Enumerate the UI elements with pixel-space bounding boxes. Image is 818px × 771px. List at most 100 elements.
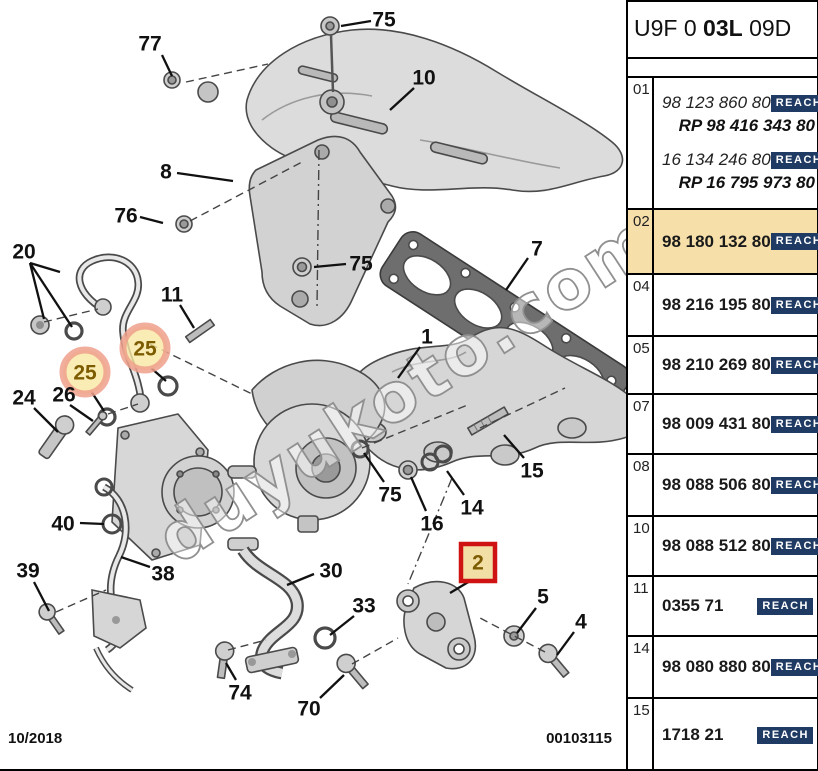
turbo-support-bracket-shape [396,580,477,670]
callout-25[interactable]: 25 [59,346,111,398]
leader-line [176,171,234,183]
leader-line [363,452,385,483]
callout-39: 39 [16,560,39,583]
part-entry: 98 123 860 80 REACH RP 98 416 343 80 [662,93,818,136]
leader-line [505,257,529,291]
reach-badge[interactable]: REACH [770,94,818,112]
part-ref: 08 [628,455,654,515]
callout-label: 24 [12,387,36,410]
part-ref: 05 [628,337,654,393]
part-ref: 11 [628,577,654,635]
part-number: 0355 71 [662,596,724,615]
part-number: 98 088 512 80 [662,536,771,555]
leader-line [516,607,537,634]
reach-badge[interactable]: REACH [770,537,818,555]
leader-line [340,19,372,28]
leader-line [139,215,164,225]
callout-24: 24 [12,387,36,410]
callout-label: 75 [372,9,396,32]
reach-badge[interactable]: REACH [757,726,813,744]
callout-label: 76 [114,205,137,228]
part-number: 16 134 246 80 [662,150,771,169]
parts-table-row: 08 98 088 506 80 REACH [628,455,818,517]
reach-badge[interactable]: REACH [770,151,818,169]
callout-label: 38 [151,563,175,586]
part-number: 98 123 860 80 [662,93,771,112]
callout-33: 33 [352,595,375,618]
callout-label: 11 [161,284,184,307]
parts-table-row: 05 98 210 269 80 REACH [628,337,818,395]
callout-label: 20 [12,241,35,264]
callout-label: 26 [52,384,75,407]
callout-77: 77 [138,33,161,56]
part-entry: 98 180 132 80 REACH [662,232,818,252]
callout-label: 74 [228,682,252,705]
parts-table-row: 04 98 216 195 80 REACH [628,275,818,337]
callout-label: 75 [378,484,402,507]
part-entry: 98 088 506 80 REACH [662,475,818,495]
engine-code-prefix: U9F 0 [634,15,697,41]
part-cell: 98 080 880 80 REACH [654,637,818,697]
part-entry: 98 009 431 80 REACH [662,414,818,434]
callout-label: 10 [412,67,435,90]
leader-line [32,581,51,612]
callout-label: 30 [319,560,342,583]
part-ref: 14 [628,637,654,697]
callout-label: 70 [297,698,320,721]
part-cell: 98 088 506 80 REACH [654,455,818,515]
turbocharger-shape [111,359,386,561]
leader-line [313,262,347,269]
callout-20: 20 [12,241,35,264]
leader-line [389,87,415,111]
callout-75: 75 [378,484,402,507]
callout-label: 16 [420,513,443,536]
callout-25[interactable]: 25 [119,322,171,374]
callout-label: 1 [421,326,433,349]
callout-26: 26 [52,384,75,407]
part-cell: 98 216 195 80 REACH [654,275,818,335]
leader-line [79,521,105,526]
part-ref: 04 [628,275,654,335]
part-entry: 0355 71 REACH [662,596,815,616]
callout-2[interactable]: 2 [458,541,498,584]
highlight-box [458,541,498,584]
callout-label: 39 [16,560,39,583]
parts-table-rows: 01 98 123 860 80 REACH RP 98 416 343 80 … [628,78,818,769]
part-entry: 98 080 880 80 REACH [662,657,818,677]
reach-badge[interactable]: REACH [770,476,818,494]
part-entry: 98 088 512 80 REACH [662,536,818,556]
callout-10: 10 [412,67,435,90]
callout-label: 25 [73,362,97,385]
callout-label: 15 [520,460,544,483]
callout-label: 7 [531,238,543,261]
callout-5: 5 [537,586,549,609]
reach-badge[interactable]: REACH [770,356,818,374]
part-ref: 15 [628,699,654,769]
replacement-part-number: RP 98 416 343 80 [678,116,815,135]
part-number: 1718 21 [662,725,724,744]
callout-label: 8 [160,161,172,184]
reach-badge[interactable]: REACH [770,296,818,314]
callout-15: 15 [520,460,544,483]
reach-badge[interactable]: REACH [770,415,818,433]
part-entry: 16 134 246 80 REACH RP 16 795 973 80 [662,150,818,193]
replacement-part-number: RP 16 795 973 80 [678,173,815,192]
exploded-diagram: duyukoto.com 777510876207571125252426115… [12,9,626,721]
callout-74: 74 [228,682,252,705]
part-cell: 98 180 132 80 REACH [654,210,818,273]
part-cell: 98 123 860 80 REACH RP 98 416 343 80 16 … [654,78,818,208]
engine-code-suffix: 09D [749,15,792,41]
part-ref: 01 [628,78,654,208]
leader-line [120,555,151,569]
leader-line [446,470,465,496]
reach-badge[interactable]: REACH [770,658,818,676]
leader-line [503,434,525,459]
callout-40: 40 [51,513,74,536]
callout-label: 75 [349,253,373,276]
reach-badge[interactable]: REACH [757,597,813,615]
part-entry: 98 210 269 80 REACH [662,355,818,375]
reach-badge[interactable]: REACH [770,233,818,250]
engine-code-bold: 03L [703,15,743,41]
callout-4: 4 [575,611,587,634]
empty-row [628,59,817,78]
